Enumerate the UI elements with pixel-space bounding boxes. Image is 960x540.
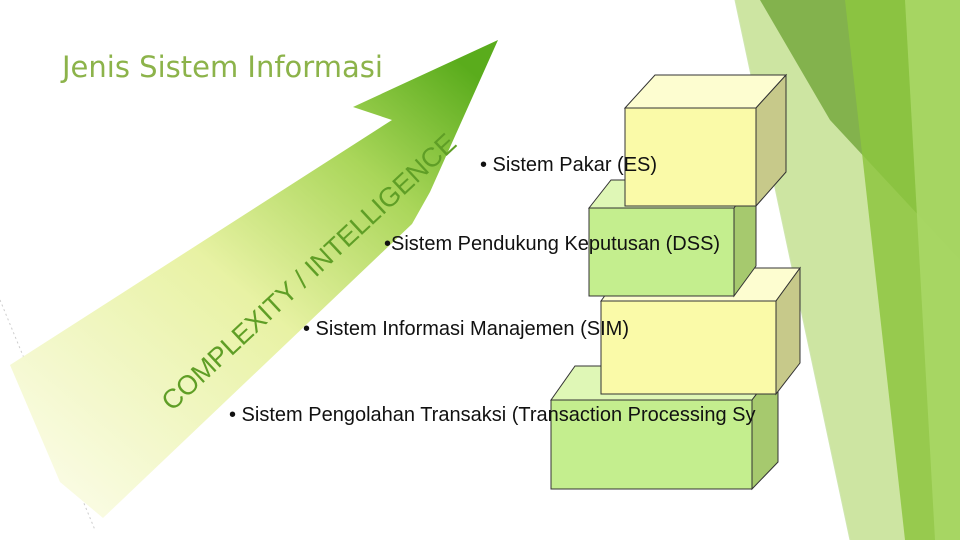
bullet-tps: • Sistem Pengolahan Transaksi (Transacti… [229,404,756,426]
bullet-dss: •Sistem Pendukung Keputusan (DSS) [384,233,721,255]
complexity-arrow [10,40,498,518]
corner-decoration [734,0,960,540]
bullet-es: • Sistem Pakar (ES) [480,154,658,176]
bullet-sim: • Sistem Informasi Manajemen (SIM) [303,318,629,340]
box-es [623,73,788,208]
slide-title: Jenis Sistem Informasi [62,50,383,84]
guide-line [0,299,96,531]
